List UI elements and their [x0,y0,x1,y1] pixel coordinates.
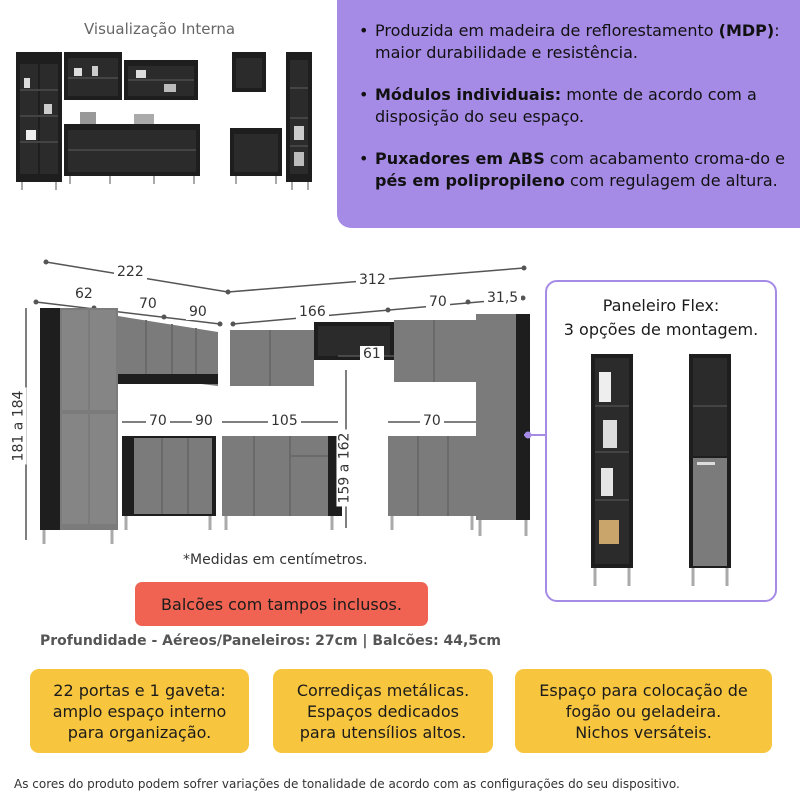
features-box: • Produzida em madeira de reflorestament… [337,0,800,228]
measure-note: *Medidas em centímetros. [183,552,368,568]
dim-top-70a: 70 [136,296,160,312]
bullet-icon: • [359,149,369,168]
dim-top-70b: 70 [426,294,450,310]
paneleiro-flex-box: Paneleiro Flex: 3 opções de montagem. [545,280,777,602]
bullet-icon: • [359,85,369,104]
bullet-icon: • [359,21,369,40]
dim-top-31-5: 31,5 [484,290,522,306]
flex-title-2: 3 opções de montagem. [563,320,759,339]
flex-connector [524,431,546,439]
dim-height-left: 181 a 184 [10,387,27,465]
dim-top-166: 166 [296,304,329,320]
dim-total-right: 312 [356,272,389,288]
flex-title-1: Paneleiro Flex: [602,296,720,315]
depth-info: Profundidade - Aéreos/Paneleiros: 27cm |… [40,633,501,649]
feature-handles: • Puxadores em ABS com acabamento croma-… [359,149,785,190]
color-disclaimer: As cores do produto podem sofrer variaçõ… [14,777,680,791]
info-panel-doors: 22 portas e 1 gaveta:amplo espaço intern… [30,669,249,753]
feature-mdp: • Produzida em madeira de reflorestament… [359,21,780,62]
dim-top-90: 90 [186,304,210,320]
dim-niche-61: 61 [360,346,384,362]
feature-modules: • Módulos individuais: monte de acordo c… [359,85,757,126]
dim-base-90: 90 [192,413,216,429]
dim-top-62: 62 [72,286,96,302]
flex-illustration [591,354,731,586]
kitchen-diagram [25,259,530,544]
dim-height-mid: 159 a 162 [336,429,353,507]
dim-base-105: 105 [268,413,301,429]
dim-total-left: 222 [114,264,147,280]
counter-tops-badge: Balcões com tampos inclusos. [135,582,428,626]
dim-base-70a: 70 [146,413,170,429]
internal-view-title: Visualização Interna [84,20,236,38]
internal-view-illustration [16,52,312,190]
dim-base-70b: 70 [420,413,444,429]
